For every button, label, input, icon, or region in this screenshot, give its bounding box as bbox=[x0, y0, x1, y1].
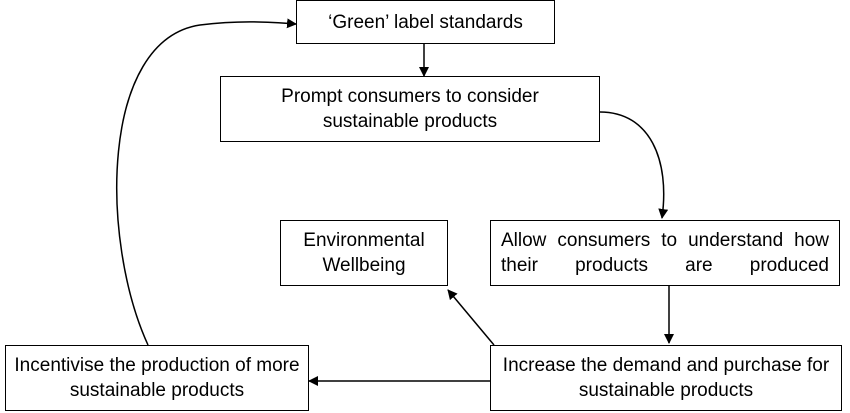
node-allow-understand: Allow consumers to understand how their … bbox=[490, 220, 840, 286]
node-green-label: ‘Green’ label standards bbox=[296, 0, 555, 44]
node-increase-demand-text: Increase the demand and purchase for sus… bbox=[502, 355, 830, 401]
node-increase-demand: Increase the demand and purchase for sus… bbox=[490, 345, 842, 411]
arrow-incentivise-to-green bbox=[116, 18, 297, 346]
node-prompt-consumers-text: Prompt consumers to consider sustainable… bbox=[281, 86, 539, 132]
arrow-prompt-to-allow bbox=[599, 111, 669, 219]
node-green-label-text: ‘Green’ label standards bbox=[328, 11, 523, 33]
node-allow-understand-text: Allow consumers to understand how their … bbox=[501, 230, 829, 276]
arrow-increase-to-environmental bbox=[447, 289, 495, 346]
node-incentivise: Incentivise the production of more susta… bbox=[5, 345, 309, 411]
node-environmental-wellbeing: Environmental Wellbeing bbox=[280, 220, 448, 286]
node-prompt-consumers: Prompt consumers to consider sustainable… bbox=[220, 76, 600, 142]
node-incentivise-text: Incentivise the production of more susta… bbox=[14, 355, 300, 401]
node-environmental-text: Environmental Wellbeing bbox=[303, 230, 425, 276]
